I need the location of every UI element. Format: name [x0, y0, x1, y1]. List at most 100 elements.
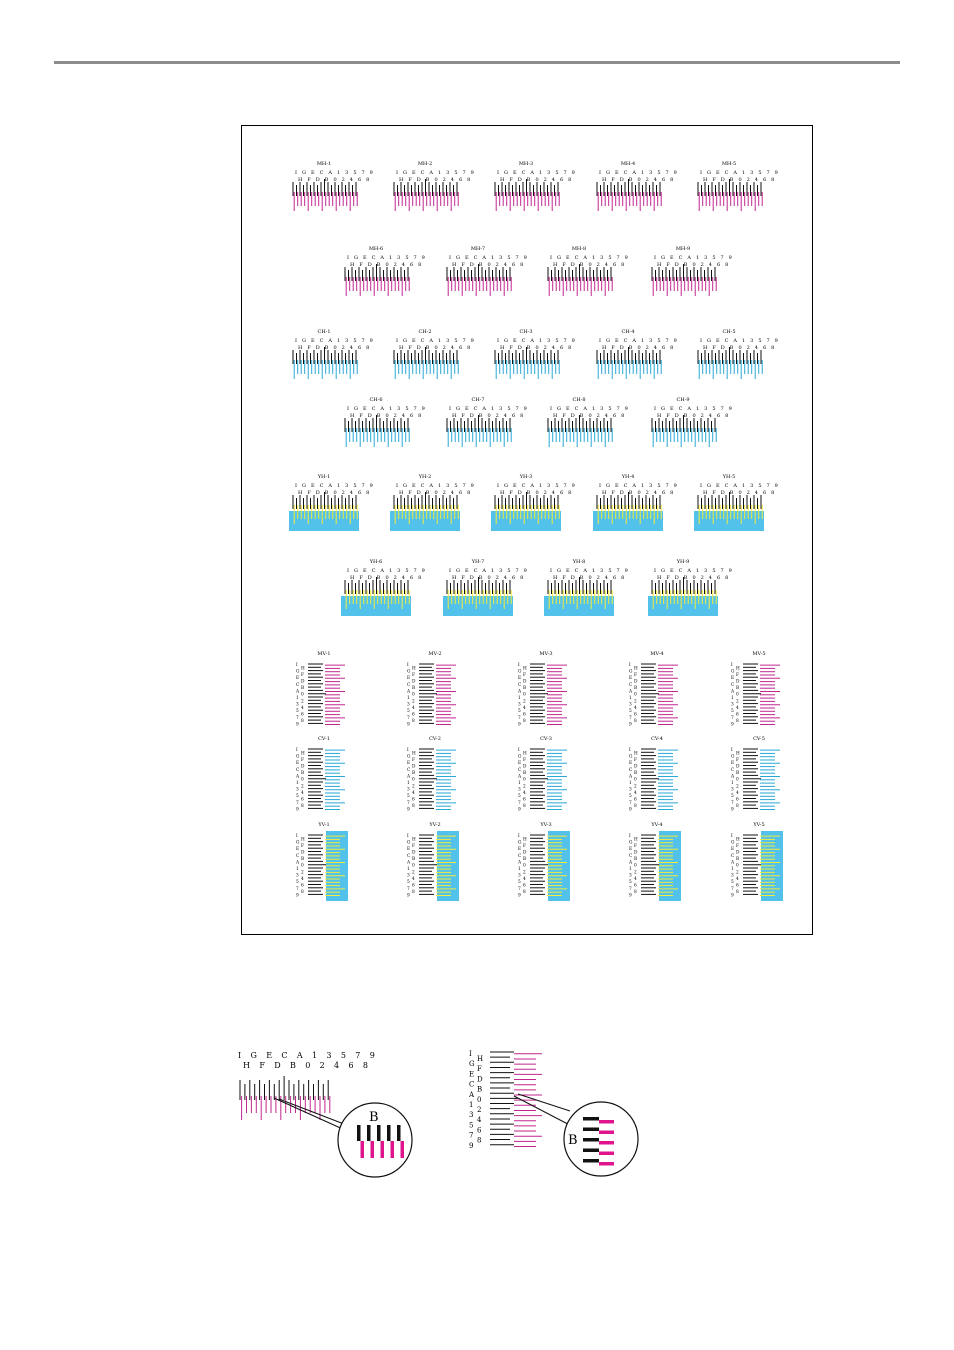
scale-char: F — [634, 844, 637, 849]
pattern-scale-bottom: H F D B 0 2 4 6 8 — [350, 575, 423, 581]
scale-char: I — [518, 834, 520, 839]
pattern-scale-bottom: H F D B 0 2 4 6 8 — [553, 262, 626, 268]
scale-char: 3 — [629, 874, 632, 879]
scale-char: 1 — [731, 781, 734, 786]
scale-char: 8 — [634, 719, 637, 724]
scale-char: 2 — [523, 870, 526, 875]
pattern-scale-top: I G E C A 1 3 5 7 9 — [497, 483, 577, 489]
scale-char: 0 — [736, 693, 739, 698]
scale-char: 7 — [518, 801, 521, 806]
scale-char: 0 — [736, 778, 739, 783]
scale-char: 7 — [518, 716, 521, 721]
pattern-scale-top: I G E C A 1 3 5 7 9 — [497, 170, 577, 176]
scale-char: A — [517, 689, 522, 694]
pattern-label: MV-2 — [428, 651, 441, 657]
scale-char: 4 — [523, 791, 526, 796]
scale-char: D — [634, 680, 638, 685]
scale-char: 8 — [301, 890, 304, 895]
scale-char: C — [407, 768, 411, 773]
pattern-scale-bottom: H F D B 0 2 4 6 8 — [399, 345, 472, 351]
scale-char: C — [518, 768, 522, 773]
scale-char: 3 — [518, 703, 521, 708]
pattern-scale-bottom: H F D B 0 2 4 6 8 — [452, 262, 525, 268]
scale-char: C — [629, 854, 633, 859]
scale-char: G — [731, 841, 735, 846]
example-v-left-char: 1 — [469, 1101, 473, 1109]
example-v-left-char: 5 — [469, 1121, 473, 1129]
scale-char: A — [295, 860, 300, 865]
scale-char: I — [629, 834, 631, 839]
pattern-scale-top: I G E C A 1 3 5 7 9 — [550, 568, 630, 574]
example-v-left-char: E — [469, 1070, 474, 1078]
scale-char: F — [736, 673, 739, 678]
scale-char: 6 — [412, 713, 415, 718]
scale-char: 2 — [301, 870, 304, 875]
pattern-label: MV-5 — [752, 651, 765, 657]
scale-char: B — [301, 771, 304, 776]
zoom-magenta-bar — [599, 1120, 614, 1124]
scale-char: G — [731, 670, 735, 675]
pattern-yh-6: YH-6I G E C A 1 3 5 7 9H F D B 0 2 4 6 8 — [341, 559, 425, 616]
pattern-scale-bottom: H F D B 0 2 4 6 8 — [553, 413, 626, 419]
pattern-scale-bottom: H F D B 0 2 4 6 8 — [657, 413, 730, 419]
scale-char: 9 — [731, 893, 734, 898]
scale-char: I — [518, 663, 520, 668]
scale-char: A — [730, 774, 735, 779]
pattern-label: CV-4 — [651, 736, 663, 742]
scale-char: 9 — [518, 807, 521, 812]
chart-patterns: MH-1I G E C A 1 3 5 7 9H F D B 0 2 4 6 8… — [289, 161, 783, 901]
scale-char: 8 — [412, 804, 415, 809]
pattern-ch-2: CH-2I G E C A 1 3 5 7 9H F D B 0 2 4 6 8 — [393, 329, 474, 379]
scale-char: F — [523, 673, 526, 678]
pattern-label: CH-4 — [621, 329, 634, 335]
scale-char: 8 — [736, 890, 739, 895]
yellow-backing — [341, 596, 411, 616]
scale-char: 3 — [407, 874, 410, 879]
zoom-black-bar — [357, 1125, 361, 1141]
scale-char: B — [634, 771, 637, 776]
pattern-scale-top: I G E C A 1 3 5 7 9 — [497, 338, 577, 344]
pattern-label: CH-2 — [418, 329, 431, 335]
pattern-mh-1: MH-1I G E C A 1 3 5 7 9H F D B 0 2 4 6 8 — [292, 161, 373, 211]
pattern-scale-top: I G E C A 1 3 5 7 9 — [700, 483, 780, 489]
pattern-mh-5: MH-5I G E C A 1 3 5 7 9H F D B 0 2 4 6 8 — [697, 161, 778, 211]
scale-char: 6 — [634, 713, 637, 718]
scale-char: 1 — [296, 696, 299, 701]
scale-char: D — [301, 765, 305, 770]
scale-char: I — [296, 834, 298, 839]
scale-char: H — [301, 751, 305, 756]
scale-char: G — [731, 755, 735, 760]
pattern-yh-5: YH-5I G E C A 1 3 5 7 9H F D B 0 2 4 6 8 — [694, 474, 780, 531]
scale-char: 6 — [736, 884, 739, 889]
example-v-leader-line — [517, 1093, 571, 1112]
pattern-ch-6: CH-6I G E C A 1 3 5 7 9H F D B 0 2 4 6 8 — [344, 397, 425, 447]
scale-char: F — [523, 844, 526, 849]
zoom-black-bar — [583, 1148, 599, 1152]
zoom-black-bar — [583, 1159, 599, 1163]
pattern-label: CV-1 — [318, 736, 330, 742]
pattern-scale-top: I G E C A 1 3 5 7 9 — [599, 170, 679, 176]
scale-char: 8 — [412, 890, 415, 895]
scale-char: 0 — [301, 864, 304, 869]
pattern-label: CH-7 — [471, 397, 484, 403]
scale-char: F — [523, 758, 526, 763]
pattern-ch-9: CH-9I G E C A 1 3 5 7 9H F D B 0 2 4 6 8 — [651, 397, 732, 447]
pattern-scale-bottom: H F D B 0 2 4 6 8 — [703, 490, 776, 496]
pattern-mh-9: MH-9I G E C A 1 3 5 7 9H F D B 0 2 4 6 8 — [651, 246, 732, 296]
scale-char: 4 — [412, 791, 415, 796]
pattern-scale-top: I G E C A 1 3 5 7 9 — [550, 406, 630, 412]
scale-char: 4 — [634, 706, 637, 711]
scale-char: 6 — [523, 884, 526, 889]
pattern-ch-4: CH-4I G E C A 1 3 5 7 9H F D B 0 2 4 6 8 — [596, 329, 677, 379]
scale-char: 2 — [736, 699, 739, 704]
example-v-left-char: C — [469, 1081, 474, 1089]
pattern-scale-bottom: H F D B 0 2 4 6 8 — [399, 490, 472, 496]
example-h-leader-line — [278, 1098, 345, 1125]
scale-char: 0 — [412, 778, 415, 783]
scale-char: 2 — [412, 870, 415, 875]
scale-char: 3 — [407, 788, 410, 793]
scale-char: H — [412, 666, 416, 671]
scale-char: G — [518, 755, 522, 760]
scale-char: 6 — [736, 713, 739, 718]
